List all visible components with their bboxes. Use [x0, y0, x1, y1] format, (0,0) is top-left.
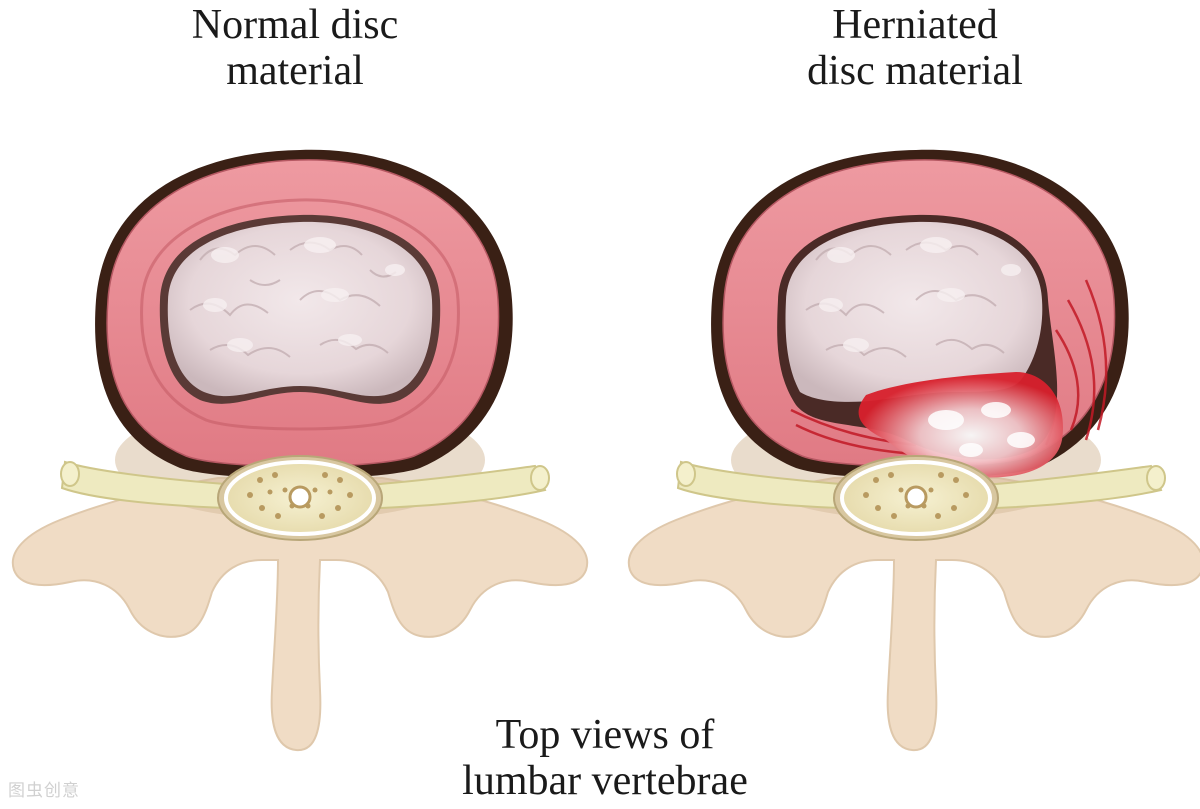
normal-vertebra — [11, 149, 589, 752]
herniated-disc-label-line2: disc material — [807, 48, 1023, 94]
watermark: 图虫创意 — [8, 781, 80, 801]
normal-disc-label-line2: material — [226, 48, 364, 94]
herniated-disc-label-line1: Herniated — [832, 2, 998, 48]
herniated-spinal-cord — [833, 455, 999, 541]
herniated-bone — [627, 477, 1200, 752]
herniated-disc-label: Herniated disc material — [755, 2, 1075, 94]
normal-nucleus — [167, 221, 433, 397]
normal-disc-label: Normal disc material — [130, 2, 460, 94]
normal-disc-label-line1: Normal disc — [191, 2, 399, 48]
caption-label-line1: Top views of — [495, 712, 715, 758]
caption-label-line2: lumbar vertebrae — [462, 758, 748, 804]
caption-label: Top views of lumbar vertebrae — [420, 712, 790, 804]
normal-spinal-cord — [217, 455, 383, 541]
herniated-vertebra — [627, 149, 1200, 752]
normal-bone — [11, 477, 589, 752]
herniated-nucleus — [785, 221, 1043, 402]
